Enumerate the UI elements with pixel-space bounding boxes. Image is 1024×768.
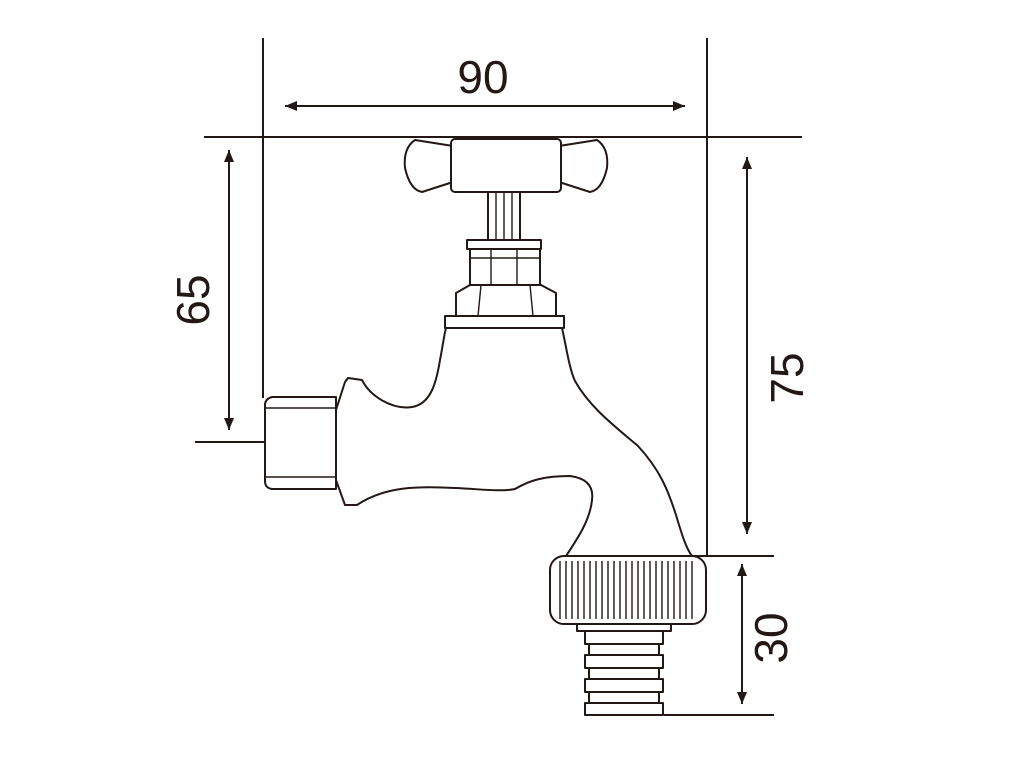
- handle-left-arm: [403, 139, 454, 193]
- outlet-assembly: [549, 555, 707, 716]
- bonnet-hex-face-left: [477, 284, 482, 317]
- dimension-lines: [224, 101, 752, 704]
- faucet-body: [264, 327, 693, 557]
- handle-hub: [450, 138, 562, 193]
- bonnet-hex: [455, 284, 557, 317]
- inlet-nut: [264, 396, 337, 490]
- bonnet-hex-face-right: [529, 284, 534, 317]
- knurled-outlet-nut: [549, 555, 707, 625]
- outlet-length-dimension-label: 30: [745, 612, 797, 663]
- hose-barb-ring-1: [584, 630, 664, 645]
- extension-lines: [195, 38, 802, 716]
- knurl-lines: [559, 561, 693, 619]
- hose-barb-ring-3: [584, 654, 664, 669]
- hose-barb-tip: [584, 702, 664, 716]
- hose-connector-neck: [576, 623, 672, 632]
- valve-assembly: [403, 138, 609, 329]
- handle-right-arm: [558, 139, 609, 193]
- spout-body: [335, 327, 693, 557]
- hose-barb-ring-5: [584, 678, 664, 693]
- gland-nut: [469, 248, 541, 286]
- hose-barb-ring-2: [588, 643, 660, 656]
- stem-washer: [466, 239, 542, 250]
- total-height-dimension-label: 75: [761, 352, 813, 403]
- inlet-height-dimension-label: 65: [167, 274, 219, 325]
- bonnet-flange: [444, 315, 565, 329]
- hose-barb-ring-6: [588, 691, 660, 704]
- hose-barb-ring-4: [588, 667, 660, 680]
- width-dimension-label: 90: [457, 51, 508, 103]
